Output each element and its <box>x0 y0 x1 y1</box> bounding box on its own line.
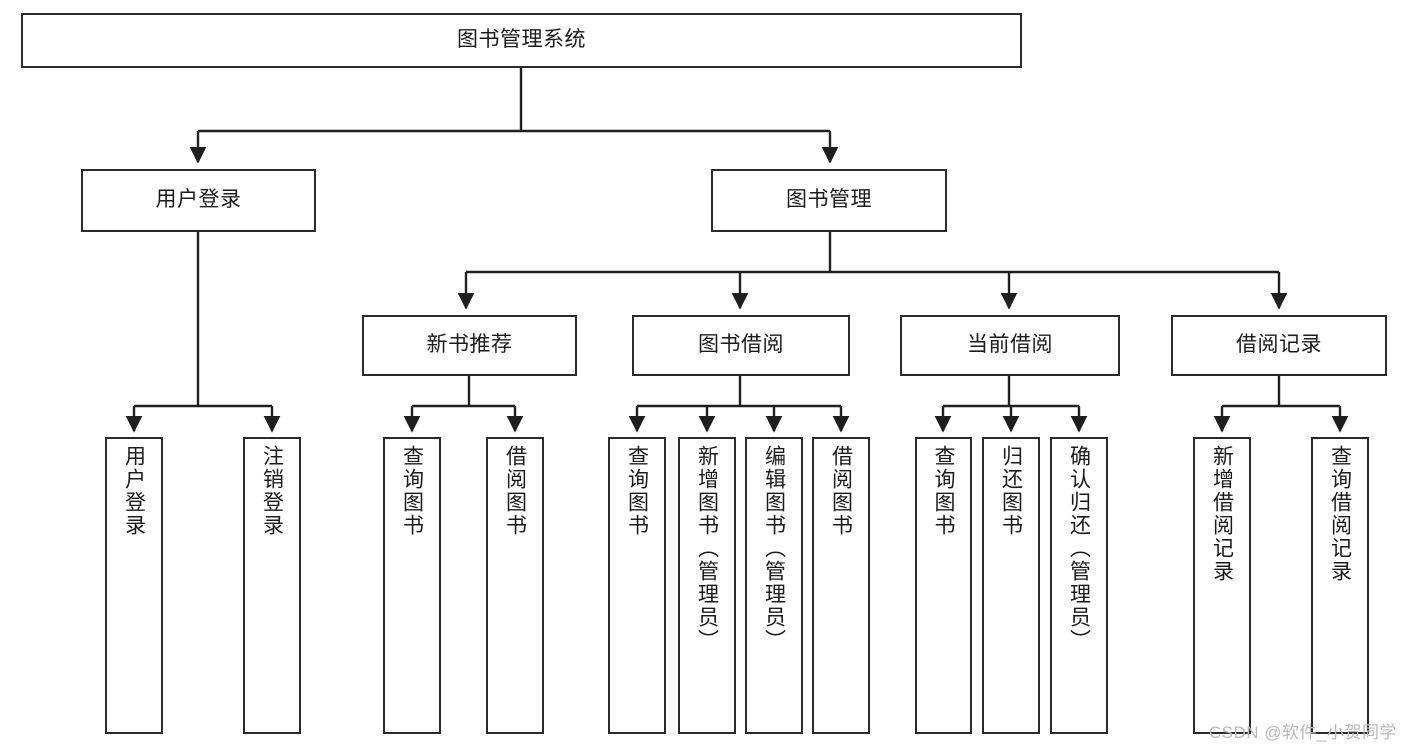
node-borrow-record-label: 借阅记录 <box>1236 333 1322 357</box>
leaf-label: 编辑图书（管理员） <box>762 445 786 652</box>
leaf-label: 查询借阅记录 <box>1328 445 1352 583</box>
node-current-borrow[interactable]: 当前借阅 <box>900 315 1120 376</box>
leaf-label: 借阅图书 <box>829 445 853 537</box>
leaf-label: 归还图书 <box>999 445 1023 537</box>
leaf-current-borrow-query[interactable]: 查询图书 <box>915 437 972 734</box>
leaf-book-borrow-borrow[interactable]: 借阅图书 <box>812 437 870 734</box>
leaf-label: 查询图书 <box>932 445 955 537</box>
node-book-management[interactable]: 图书管理 <box>711 169 947 232</box>
node-book-borrow-label: 图书借阅 <box>698 333 784 357</box>
leaf-label: 注销登录 <box>260 445 284 537</box>
node-new-book-recommend-label: 新书推荐 <box>426 333 513 357</box>
leaf-user-login-logout[interactable]: 注销登录 <box>243 437 301 734</box>
node-book-management-label: 图书管理 <box>786 188 872 212</box>
leaf-label: 新增图书（管理员） <box>695 445 719 652</box>
leaf-current-borrow-return[interactable]: 归还图书 <box>982 437 1040 734</box>
leaf-label: 确认归还（管理员） <box>1067 445 1091 652</box>
node-user-login-label: 用户登录 <box>155 188 242 212</box>
node-current-borrow-label: 当前借阅 <box>967 333 1053 357</box>
node-root-label: 图书管理系统 <box>457 28 586 52</box>
leaf-borrow-record-add[interactable]: 新增借阅记录 <box>1193 437 1251 734</box>
node-borrow-record[interactable]: 借阅记录 <box>1171 315 1387 376</box>
leaf-label: 查询图书 <box>400 445 424 537</box>
node-new-book-recommend[interactable]: 新书推荐 <box>362 315 577 376</box>
leaf-borrow-record-query[interactable]: 查询借阅记录 <box>1311 437 1369 734</box>
leaf-book-borrow-edit[interactable]: 编辑图书（管理员） <box>745 437 803 734</box>
node-book-borrow[interactable]: 图书借阅 <box>632 315 850 376</box>
leaf-new-book-query[interactable]: 查询图书 <box>383 437 441 734</box>
watermark-text: CSDN @软件_小贺同学 <box>1208 723 1397 742</box>
leaf-label: 借阅图书 <box>503 445 527 537</box>
leaf-label: 用户登录 <box>122 445 146 537</box>
leaf-new-book-borrow[interactable]: 借阅图书 <box>486 437 544 734</box>
leaf-current-borrow-confirm-return[interactable]: 确认归还（管理员） <box>1050 437 1108 734</box>
leaf-label: 查询图书 <box>625 445 649 537</box>
leaf-label: 新增借阅记录 <box>1210 445 1234 583</box>
leaf-book-borrow-query[interactable]: 查询图书 <box>608 437 666 734</box>
node-root[interactable]: 图书管理系统 <box>21 13 1022 68</box>
node-user-login[interactable]: 用户登录 <box>81 169 316 232</box>
leaf-user-login-login[interactable]: 用户登录 <box>105 437 163 734</box>
leaf-book-borrow-add[interactable]: 新增图书（管理员） <box>678 437 736 734</box>
